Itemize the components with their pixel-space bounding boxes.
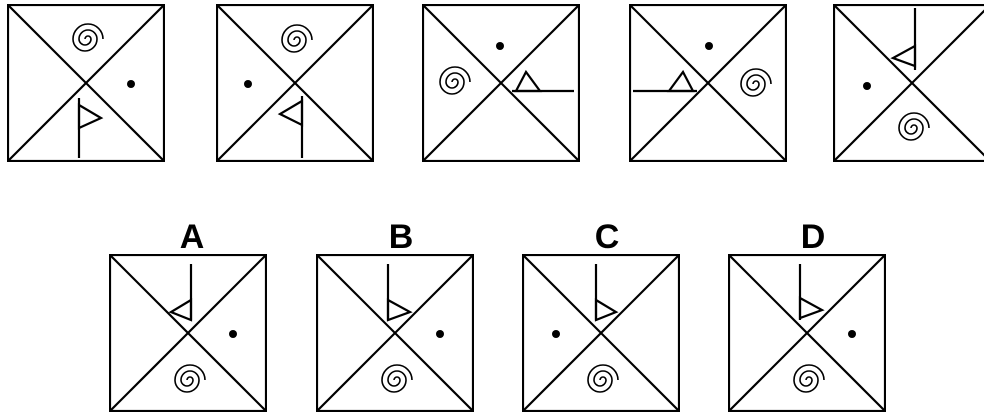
flag-icon bbox=[77, 98, 104, 158]
spiral-icon bbox=[793, 364, 825, 393]
flag-icon bbox=[594, 264, 619, 322]
dot-icon bbox=[229, 330, 237, 338]
spiral-icon bbox=[281, 24, 313, 53]
option-a-figure bbox=[109, 254, 267, 412]
spiral-icon bbox=[72, 23, 104, 52]
dot-icon bbox=[863, 82, 871, 90]
dot-icon bbox=[496, 42, 504, 50]
tile-2-figure bbox=[216, 4, 374, 162]
spiral-icon bbox=[174, 364, 206, 393]
option-c-figure bbox=[522, 254, 680, 412]
dot-icon bbox=[552, 330, 560, 338]
sequence-tile-5 bbox=[833, 4, 984, 162]
option-label-d: D bbox=[800, 218, 826, 256]
flag-icon bbox=[277, 96, 304, 158]
dot-icon bbox=[244, 80, 252, 88]
tile-3-figure bbox=[422, 4, 580, 162]
spiral-icon bbox=[587, 364, 619, 393]
option-label-c: C bbox=[594, 218, 620, 256]
dot-icon bbox=[127, 80, 135, 88]
flag-icon bbox=[386, 264, 413, 322]
triangle-icon bbox=[633, 69, 697, 93]
option-tile-d[interactable] bbox=[728, 254, 886, 412]
option-tile-b[interactable] bbox=[316, 254, 474, 412]
dot-icon bbox=[436, 330, 444, 338]
option-label-b: B bbox=[388, 218, 414, 256]
spiral-icon bbox=[898, 112, 930, 141]
option-b-figure bbox=[316, 254, 474, 412]
triangle-icon bbox=[512, 69, 574, 93]
tile-1-figure bbox=[7, 4, 165, 162]
tile-5-figure bbox=[833, 4, 984, 162]
sequence-tile-3 bbox=[422, 4, 580, 162]
option-label-a: A bbox=[179, 218, 205, 256]
tile-4-figure bbox=[629, 4, 787, 162]
option-d-figure bbox=[728, 254, 886, 412]
sequence-tile-1 bbox=[7, 4, 165, 162]
flag-icon bbox=[798, 264, 825, 320]
dot-icon bbox=[705, 42, 713, 50]
flag-icon bbox=[890, 8, 917, 70]
flag-icon bbox=[168, 264, 193, 322]
sequence-tile-2 bbox=[216, 4, 374, 162]
spiral-icon bbox=[381, 364, 413, 393]
option-tile-a[interactable] bbox=[109, 254, 267, 412]
dot-icon bbox=[848, 330, 856, 338]
sequence-tile-4 bbox=[629, 4, 787, 162]
option-tile-c[interactable] bbox=[522, 254, 680, 412]
spiral-icon bbox=[740, 68, 772, 97]
spiral-icon bbox=[439, 66, 471, 95]
